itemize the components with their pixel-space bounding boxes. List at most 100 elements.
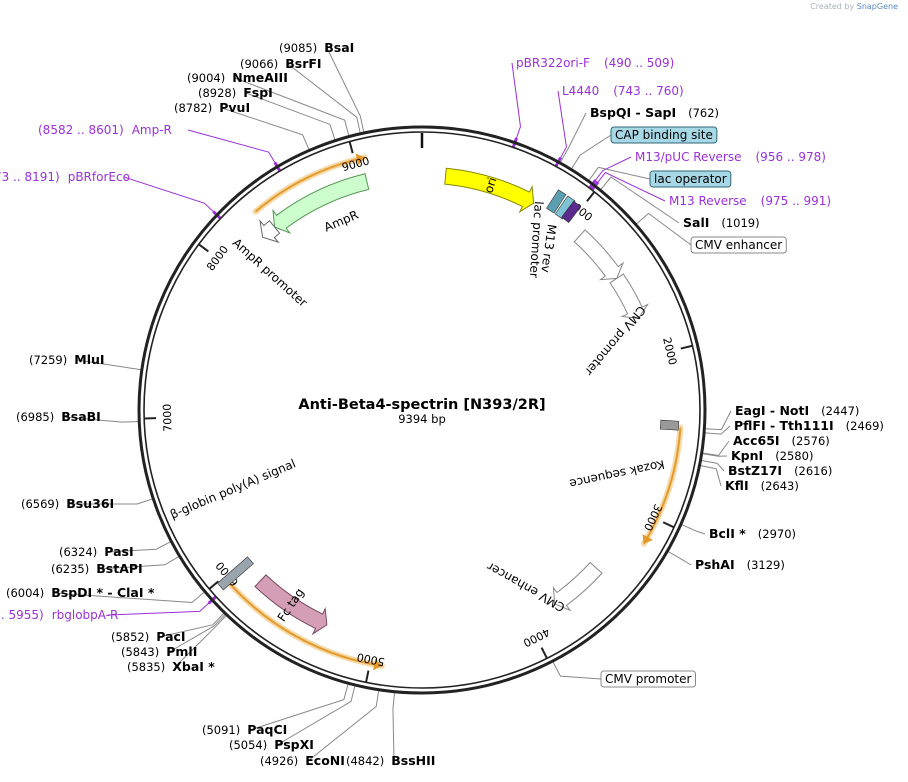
plasmid-name: Anti-Beta4-spectrin [N393/2R]: [298, 397, 545, 413]
primer-pbr322ori-f[interactable]: pBR322ori-F (490 .. 509): [516, 56, 674, 70]
site-bsshii[interactable]: (4842)BssHII: [346, 753, 435, 768]
backbone-inner-circle: [143, 131, 701, 689]
site-pasi[interactable]: (6324)PasI: [59, 544, 134, 559]
leader-line: [76, 359, 141, 371]
feat-cmv-promoter-2[interactable]: CMV promoter: [605, 672, 692, 686]
site-coordinate: (5852): [111, 630, 149, 644]
site-bsai[interactable]: (9085)BsaI: [279, 40, 354, 55]
plasmid-center: Anti-Beta4-spectrin [N393/2R] 9394 bp: [298, 397, 545, 426]
bglobin-label: β-globin poly(A) signal: [168, 456, 298, 521]
feature-cmv-promoter-1[interactable]: [609, 273, 649, 319]
feature-cmv-enhancer-1[interactable]: [573, 229, 625, 281]
site-coordinate: (9004): [187, 71, 225, 85]
site-bstz17i[interactable]: BstZ17I(2616): [728, 463, 832, 478]
tick-mark: [662, 521, 675, 529]
site-coordinate: (490 .. 509): [604, 56, 674, 70]
site-pspxi[interactable]: (5054) PspXI: [229, 737, 314, 752]
site-bsabi[interactable]: (6985)BsaBI: [16, 409, 101, 424]
site-bsrfi[interactable]: (9066)BsrFI: [240, 56, 322, 71]
site-kpni[interactable]: KpnI(2580): [731, 448, 813, 463]
site-name: Bsu36I: [66, 496, 114, 511]
primer-m13-puc-reverse[interactable]: M13/pUC Reverse(956 .. 978): [635, 150, 826, 164]
site-name: KflI: [725, 478, 749, 493]
site-paqci[interactable]: (5091)PaqCI: [202, 722, 287, 737]
feature-ori[interactable]: [444, 167, 535, 214]
leader-line: [588, 166, 651, 181]
site-acc65i[interactable]: Acc65I(2576): [733, 433, 830, 448]
primer-m13-reverse[interactable]: M13 Reverse (975 .. 991): [669, 194, 831, 208]
feat-cmv-enhancer-1-box: [690, 236, 787, 254]
leader-line: [705, 425, 731, 435]
primer-amp-r[interactable]: (8582 .. 8601)Amp-R: [38, 123, 172, 137]
leader-line: [552, 661, 602, 680]
site-nmeaiii[interactable]: (9004)NmeAIII: [187, 70, 288, 85]
feature-amp-r[interactable]: [272, 173, 370, 235]
site-name: PspXI: [274, 737, 314, 752]
site-bcli[interactable]: BclI *(2970): [709, 526, 796, 541]
leader-line: [705, 410, 732, 431]
leader-line: [700, 465, 722, 487]
site-name: M13 Reverse: [669, 194, 747, 208]
site-kfli[interactable]: KflI (2643): [725, 478, 799, 493]
site-bstapi[interactable]: (6235)BstAPI: [51, 561, 143, 576]
leader-line: [636, 212, 692, 246]
kozak-box[interactable]: [659, 419, 680, 431]
leader-line: [560, 112, 587, 163]
site-name: BssHII: [391, 753, 435, 768]
m13-rev-label: M13 rev: [538, 223, 559, 273]
primer-l4440[interactable]: L4440(743 .. 760): [562, 84, 684, 98]
feat-cmv-enhancer-1[interactable]: CMV enhancer: [695, 238, 782, 252]
site-coordinate: (743 .. 760): [613, 84, 683, 98]
leader-line: [591, 156, 632, 186]
site-name: rbglobpA-R: [52, 608, 119, 622]
feat-lac-operator[interactable]: lac operator: [654, 172, 727, 186]
leader-line: [174, 615, 227, 668]
site-xbai[interactable]: (5835)XbaI *: [127, 659, 215, 674]
site-pflfi-tth111i[interactable]: PflFI - Tth111I(2469): [734, 418, 884, 433]
site-eagi-noti[interactable]: EagI - NotI(2447): [735, 403, 859, 418]
site-pshai[interactable]: PshAI(3129): [695, 557, 785, 572]
site-econi[interactable]: (4926)EcoNI: [260, 753, 345, 768]
site-name: PaqCI: [247, 722, 287, 737]
feature-label-ori: ori: [481, 176, 499, 195]
site-pvui[interactable]: (8782)PvuI: [174, 100, 250, 115]
tick-label: 5000: [356, 650, 386, 668]
site-coordinate: (6004): [6, 586, 44, 600]
lac-promoter-box[interactable]: [546, 189, 567, 214]
primer-rbglobpa-r[interactable]: (5936 .. 5955)rbglobpA-R: [0, 608, 118, 622]
bglobin-box[interactable]: [217, 556, 254, 591]
site-sali[interactable]: SalI(1019): [683, 215, 760, 230]
site-paci[interactable]: (5852)PacI: [111, 629, 186, 644]
leader-line: [249, 684, 349, 731]
site-name: pBR322ori-F: [516, 56, 590, 70]
m13-rev-box[interactable]: [561, 200, 582, 224]
site-mlui[interactable]: (7259)MluI: [29, 352, 105, 367]
site-coordinate: (8782): [174, 101, 212, 115]
leader-line: [667, 551, 692, 566]
tick-label: 9000: [340, 154, 370, 174]
site-pmli[interactable]: (5843)PmlI: [121, 644, 197, 659]
site-fspi[interactable]: (8928)FspI: [198, 85, 273, 100]
feature-cmv-enhancer-2[interactable]: [552, 561, 603, 612]
leader-line: [276, 685, 356, 746]
feature-fc-tag[interactable]: [254, 574, 328, 636]
tick-mark: [198, 243, 209, 253]
tick-mark: [348, 141, 354, 154]
site-coordinate: (975 .. 991): [761, 194, 831, 208]
site-bspqi-sapi[interactable]: BspQI - SapI(762): [590, 105, 719, 120]
primer-pbrforeco[interactable]: (8173 .. 8191)pBRforEco: [0, 170, 130, 184]
site-bspdi-clai[interactable]: (6004)BspDI * - ClaI *: [6, 585, 155, 600]
feature-amp-r-promoter[interactable]: [259, 219, 281, 244]
site-coordinate: (2580): [775, 449, 813, 463]
site-bsu36i[interactable]: (6569)Bsu36I: [21, 496, 114, 511]
label-leader-lines: [53, 47, 732, 762]
orf-arc: [642, 427, 682, 545]
orf-arrowhead: [373, 658, 382, 671]
site-coordinate: (5054): [229, 738, 267, 752]
feat-cap-binding-site[interactable]: CAP binding site: [615, 128, 713, 142]
leader-line: [571, 134, 612, 169]
site-name: PshAI: [695, 557, 735, 572]
site-coordinate: (2643): [761, 479, 799, 493]
credit-prefix: Created by: [810, 2, 855, 11]
